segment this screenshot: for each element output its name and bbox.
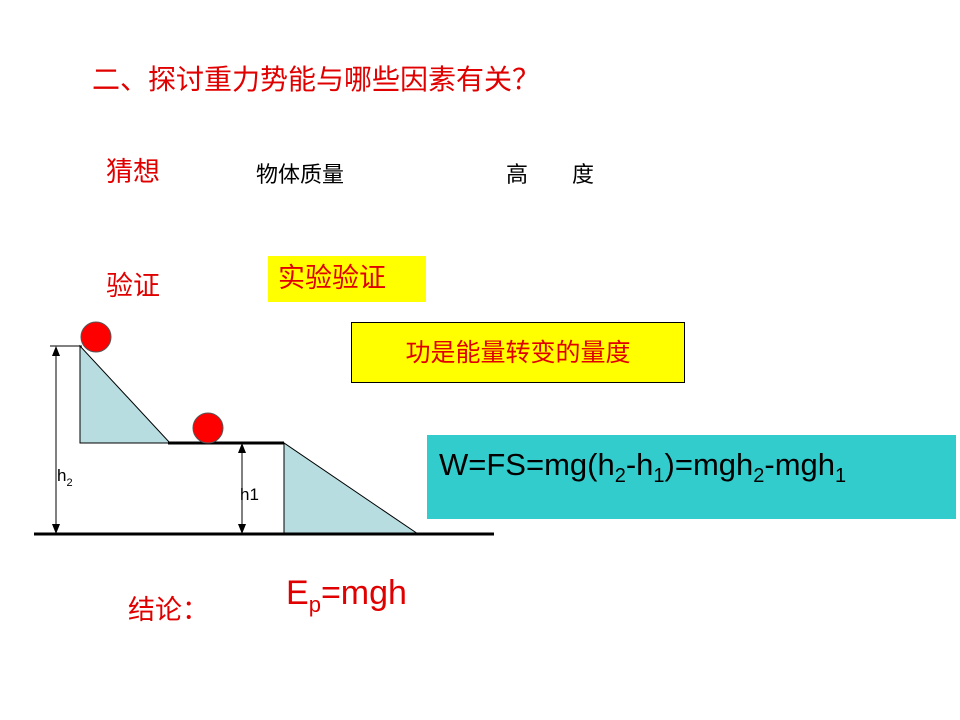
ep-subscript: p <box>308 592 321 617</box>
slide-title: 二、探讨重力势能与哪些因素有关？ <box>92 63 541 96</box>
h1-arrow-bottom <box>238 524 246 534</box>
h1-label: h1 <box>240 485 259 504</box>
h2-arrow-top <box>52 346 60 356</box>
guess-label: 猜想 <box>106 157 160 188</box>
conclusion-formula: Ep=mgh <box>286 574 407 618</box>
middle-ball <box>192 412 224 444</box>
formula-sub: 1 <box>835 465 847 487</box>
lower-ramp <box>283 442 420 535</box>
formula-part: W=FS=mg(h <box>439 447 615 482</box>
work-energy-note: 功是能量转变的量度 <box>351 322 685 383</box>
work-formula-box: W=FS=mg(h2-h1)=mgh2-mgh1 <box>427 435 956 519</box>
ep-expression: =mgh <box>320 574 407 612</box>
upper-ball <box>80 321 112 353</box>
conclusion-label: 结论： <box>128 595 209 626</box>
upper-ramp <box>79 344 172 444</box>
guess-factor-height: 高 度 <box>506 163 595 188</box>
verify-label: 验证 <box>106 271 160 302</box>
formula-sub: 1 <box>653 465 665 487</box>
formula-sub: 2 <box>614 465 626 487</box>
h2-arrow-bottom <box>52 524 60 534</box>
formula-part: -mgh <box>764 447 836 482</box>
formula-part: -h <box>625 447 654 482</box>
h1-arrow-top <box>238 443 246 453</box>
formula-sub: 2 <box>753 465 765 487</box>
guess-factor-mass: 物体质量 <box>256 163 345 188</box>
ep-symbol: E <box>286 574 309 612</box>
verify-method-box: 实验验证 <box>268 256 426 302</box>
formula-part: )=mgh <box>664 447 754 482</box>
h2-label: h2 <box>57 466 73 489</box>
